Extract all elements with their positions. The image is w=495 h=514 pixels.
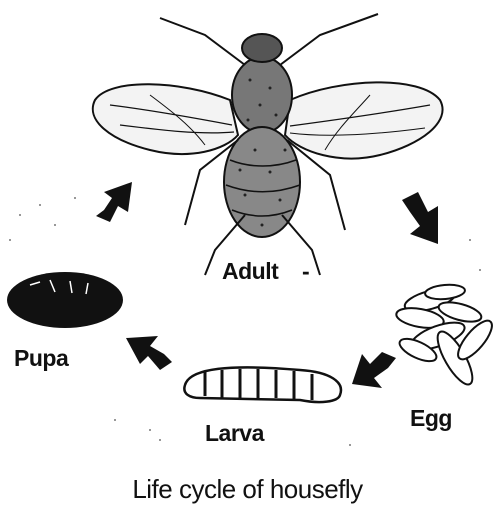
arrow-larva-to-pupa — [126, 336, 172, 370]
arrow-adult-to-egg — [402, 192, 438, 244]
adult-fly-illustration — [93, 14, 443, 275]
stage-label-pupa: Pupa — [14, 345, 68, 372]
leg — [160, 18, 245, 65]
stage-label-larva: Larva — [205, 420, 264, 447]
larva-illustration — [184, 367, 341, 402]
left-wing — [93, 84, 238, 154]
abdomen — [224, 127, 300, 237]
eggs-illustration — [395, 283, 495, 389]
arrow-egg-to-larva — [352, 352, 396, 388]
stage-label-egg: Egg — [410, 405, 452, 432]
thorax — [232, 57, 292, 133]
stage-label-adult-mark: - — [302, 258, 309, 285]
arrow-pupa-to-adult — [96, 182, 132, 222]
head — [242, 34, 282, 62]
leg — [280, 14, 378, 65]
stage-label-adult: Adult — [222, 258, 278, 285]
diagram-caption: Life cycle of housefly — [0, 474, 495, 505]
pupa-illustration — [7, 272, 123, 328]
right-wing — [285, 82, 443, 158]
